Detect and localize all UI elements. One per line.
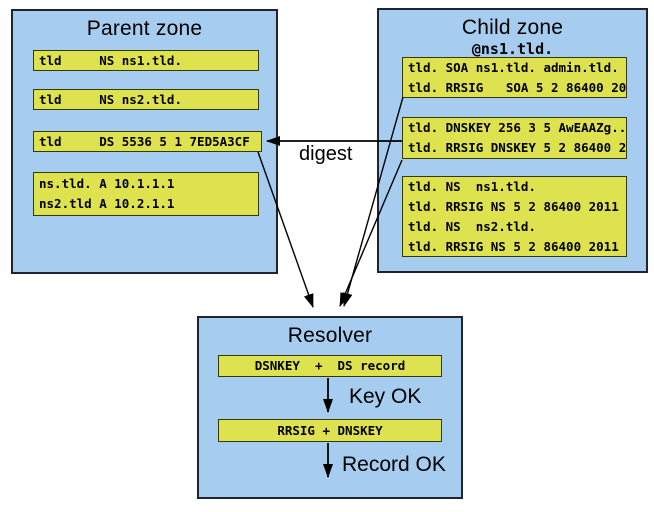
resolver-step-dnskey-ds-text: DSNKEY + DS record xyxy=(254,358,406,373)
child-zone-box: Child zone @ns1.tld. tld. SOA ns1.tld. a… xyxy=(377,8,648,273)
resolver-step-dnskey-ds: DSNKEY + DS record xyxy=(218,355,442,377)
parent-zone-title: Parent zone xyxy=(86,17,203,40)
record-parent-ns1-text: tld NS ns1.tld. xyxy=(39,52,182,68)
resolver-title: Resolver xyxy=(287,324,373,347)
record-parent-glue: ns.tld. A 10.1.1.1 ns2.tld A 10.2.1.1 xyxy=(33,172,259,216)
resolver-step-rrsig-dnskey-text: RRSIG + DNSKEY xyxy=(277,422,383,438)
record-child-dnskey: tld. DNSKEY 256 3 5 AwEAAZg.. tld. RRSIG… xyxy=(402,117,627,159)
record-child-soa: tld. SOA ns1.tld. admin.tld. tld. RRSIG … xyxy=(402,57,627,98)
key-ok-label: Key OK xyxy=(349,385,422,408)
digest-label: digest xyxy=(299,143,353,165)
resolver-step-rrsig-dnskey: RRSIG + DNSKEY xyxy=(218,419,442,442)
resolver-box: Resolver DSNKEY + DS record RRSIG + DNSK… xyxy=(197,316,463,499)
record-parent-ns1: tld NS ns1.tld. xyxy=(33,50,259,71)
record-parent-glue-text: ns.tld. A 10.1.1.1 ns2.tld A 10.2.1.1 xyxy=(39,176,175,211)
parent-zone-box: Parent zone tld NS ns1.tld. tld NS ns2.t… xyxy=(11,9,278,274)
record-child-dnskey-text: tld. DNSKEY 256 3 5 AwEAAZg.. tld. RRSIG… xyxy=(408,120,627,155)
record-parent-ds: tld DS 5536 5 1 7ED5A3CF xyxy=(33,131,262,152)
record-ok-label: Record OK xyxy=(342,453,446,476)
record-child-soa-text: tld. SOA ns1.tld. admin.tld. tld. RRSIG … xyxy=(408,59,627,95)
record-child-ns: tld. NS ns1.tld. tld. RRSIG NS 5 2 86400… xyxy=(402,176,627,257)
record-child-ns-text: tld. NS ns1.tld. tld. RRSIG NS 5 2 86400… xyxy=(408,178,619,254)
record-parent-ds-text: tld DS 5536 5 1 7ED5A3CF xyxy=(39,133,250,149)
record-parent-ns2: tld NS ns2.tld. xyxy=(33,89,259,110)
child-zone-title: Child zone xyxy=(461,16,564,39)
record-parent-ns2-text: tld NS ns2.tld. xyxy=(39,91,182,107)
child-zone-subtitle: @ns1.tld. xyxy=(471,40,554,58)
